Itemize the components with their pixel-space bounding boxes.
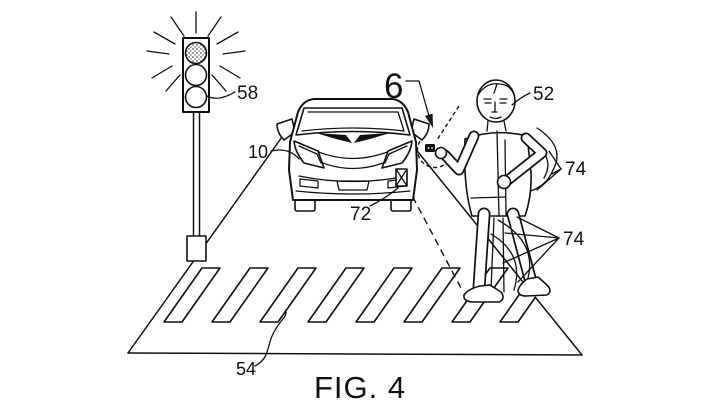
- sensor-x-mark: [395, 168, 408, 187]
- pedestrian-bent-arm-fill: [504, 134, 546, 184]
- signal-lines: [406, 105, 462, 289]
- leader-10: [270, 149, 300, 160]
- sensor-beam-dashed-line: [406, 185, 462, 289]
- road-near-edge: [127, 352, 583, 356]
- pedestrian-hand: [434, 146, 448, 160]
- vehicle-windshield: [295, 107, 411, 136]
- crosswalk-stripe: [211, 267, 269, 323]
- leader-58: [206, 91, 236, 99]
- crosswalk-stripe: [403, 267, 461, 323]
- vehicle-left-foglight: [299, 178, 319, 189]
- pedestrian-head: [476, 79, 516, 123]
- pedestrian-back-shoe: [517, 276, 551, 297]
- vehicle-bumper-bottom-line: [295, 190, 411, 195]
- neck-line: [486, 120, 489, 132]
- jacket-center-line: [496, 130, 500, 217]
- label-72: 72: [350, 204, 371, 225]
- pedestrian-hip-hand: [496, 174, 512, 190]
- pedestrian: [425, 79, 558, 303]
- nose-line: [491, 101, 498, 113]
- pedestrian-extended-arm-fill: [441, 132, 478, 174]
- hair-line: [477, 83, 515, 96]
- vehicle-windshield-inner-line: [301, 111, 405, 132]
- leader-54: [254, 310, 287, 367]
- waist-line: [470, 196, 507, 199]
- light-rays-icon: [146, 11, 246, 92]
- leg-motion-line: [502, 217, 505, 293]
- traffic-light: [146, 11, 246, 262]
- leg-motion-line: [490, 217, 495, 291]
- traffic-light-bottom-lamp: [184, 85, 208, 109]
- label-6: 6: [384, 67, 403, 106]
- leaders-74-leg: [502, 216, 560, 283]
- figure-caption: FIG. 4: [314, 370, 406, 405]
- crosswalk-stripe: [259, 267, 317, 323]
- label-10: 10: [248, 142, 268, 162]
- vehicle-right-headlight-inner: [384, 145, 408, 164]
- vehicle-left-cowl-accent: [316, 133, 352, 143]
- road-right-edge: [417, 151, 583, 356]
- label-74-leg: 74: [563, 229, 585, 250]
- neck-line: [503, 120, 507, 132]
- fob-button: [427, 147, 430, 149]
- vehicle-left-headlight-inner: [298, 145, 322, 164]
- label-54: 54: [236, 359, 256, 379]
- fob-signal-dashed-line: [436, 105, 460, 141]
- leader-72: [369, 187, 399, 207]
- annotations: 6 58 10 52 74 74 72 54: [206, 67, 587, 379]
- leader-52: [511, 92, 531, 106]
- leader-6: [405, 80, 432, 124]
- hair-part-line: [493, 83, 498, 94]
- label-58: 58: [237, 83, 258, 104]
- leg-motion-arc: [497, 219, 531, 279]
- crosswalk-stripe: [355, 267, 413, 323]
- arm-motion-arc: [523, 127, 558, 194]
- vehicle-center-intake: [336, 180, 370, 191]
- pedestrian-back-leg-fill: [508, 209, 536, 287]
- crosswalk-stripe: [307, 267, 365, 323]
- traffic-light-lit-lamp: [184, 41, 208, 65]
- label-74-arm: 74: [565, 159, 587, 180]
- traffic-light-middle-lamp: [184, 63, 208, 87]
- pedestrian-front-leg-fill: [474, 209, 489, 293]
- pedestrian-front-shoe: [463, 284, 504, 303]
- fob-button: [431, 147, 433, 149]
- label-52: 52: [533, 84, 554, 105]
- crosswalk-stripe: [163, 267, 221, 323]
- vehicle: [276, 98, 430, 212]
- arrowhead-6-icon: [425, 113, 433, 128]
- traffic-light-base: [186, 235, 207, 262]
- vehicle-sensor: [395, 168, 408, 187]
- vehicle-right-cowl-accent: [354, 133, 390, 143]
- mouth-line: [489, 116, 502, 120]
- key-fob: [425, 144, 435, 152]
- leaders-74-arm: [536, 150, 562, 191]
